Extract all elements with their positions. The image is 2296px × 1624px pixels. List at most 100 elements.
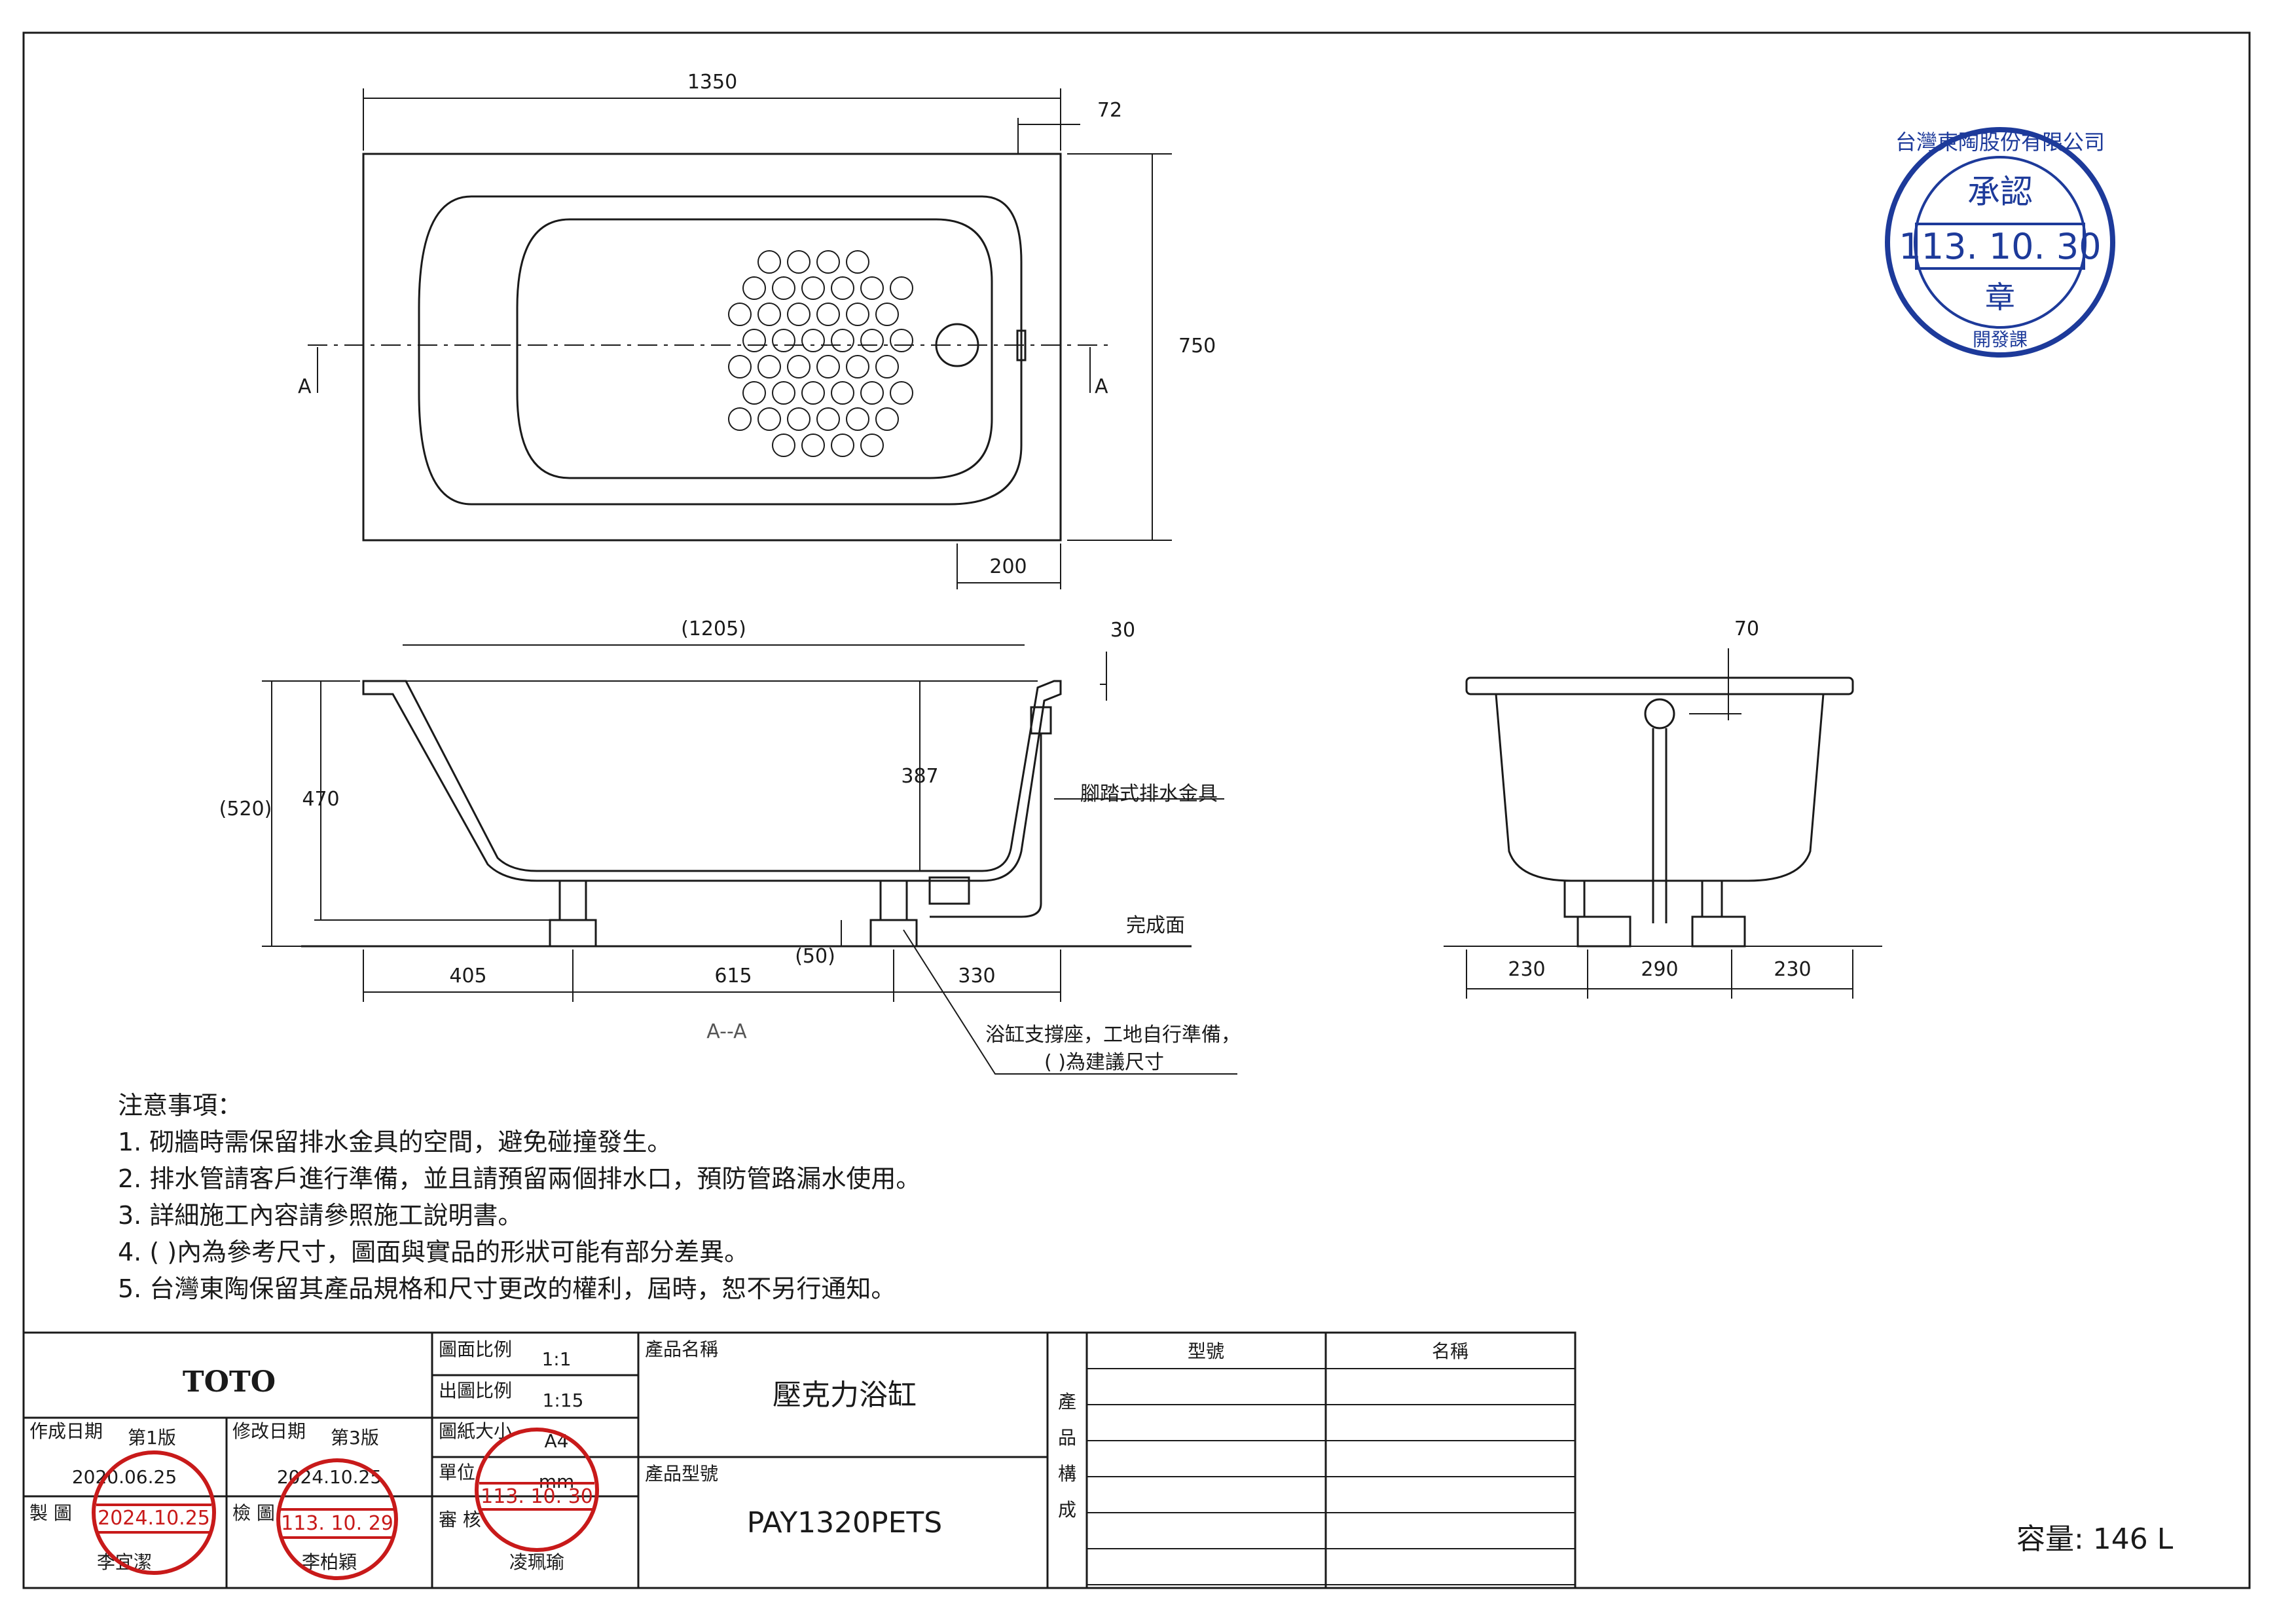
callout-floor: 完成面	[1126, 914, 1185, 937]
dim-outer-depth: 470	[302, 788, 339, 811]
anti-slip-dot	[860, 329, 884, 352]
anti-slip-dot	[831, 329, 854, 352]
revised-label: 修改日期	[232, 1420, 306, 1442]
drawn-label: 製 圖	[29, 1502, 72, 1524]
dim-width: 750	[1178, 335, 1216, 358]
support-post-2	[879, 879, 908, 921]
note-4: 4. ( )內為參考尺寸，圖面與實品的形狀可能有部分差異。	[118, 1238, 750, 1266]
end-post-1	[1563, 879, 1586, 918]
tub-basin	[516, 218, 993, 479]
side-section-view	[262, 644, 1237, 1075]
anti-slip-dot	[787, 355, 811, 378]
note-2: 2. 排水管請客戶進行準備，並且請預留兩個排水口，預防管路漏水使用。	[118, 1164, 921, 1193]
top-view	[308, 88, 1172, 589]
drain-trap	[928, 876, 970, 905]
approval-company: 台灣東陶股份有限公司	[1895, 130, 2105, 155]
checked-stamp-date: 113. 10. 29	[281, 1512, 393, 1535]
dim-seg-1: 405	[449, 965, 486, 987]
dim-length: 1350	[687, 71, 737, 94]
tub-profile	[362, 680, 1062, 882]
anti-slip-dot	[801, 434, 825, 457]
checked-label: 檢 圖	[232, 1502, 275, 1524]
print-scale-label: 出圖比例	[439, 1380, 512, 1401]
composition-label-1: 產	[1058, 1391, 1076, 1412]
dim-total-height: (520)	[219, 798, 272, 821]
end-rim	[1465, 676, 1854, 695]
anti-slip-dot	[757, 303, 781, 326]
product-name-label: 產品名稱	[645, 1338, 718, 1360]
anti-slip-dot	[846, 355, 869, 378]
unit-value: mm	[539, 1471, 575, 1492]
anti-slip-dot	[728, 303, 752, 326]
capacity: 容量: 146 L	[2016, 1522, 2174, 1556]
dim-end-seg-1: 230	[1508, 958, 1545, 981]
dim-end-top: 70	[1734, 618, 1759, 640]
title-block	[22, 1331, 1576, 1589]
brand-logo: TOTO	[183, 1365, 276, 1399]
anti-slip-dot	[816, 407, 840, 431]
approval-stamp: 台灣東陶股份有限公司 承認 113. 10. 30 章 開發課	[1885, 127, 2115, 358]
support-base-1	[549, 919, 597, 948]
anti-slip-dot	[831, 434, 854, 457]
anti-slip-dot	[772, 381, 795, 405]
end-base-1	[1576, 915, 1631, 948]
created-version: 第1版	[128, 1427, 176, 1449]
anti-slip-dot	[860, 381, 884, 405]
anti-slip-dot	[846, 303, 869, 326]
drawn-stamp: 2024.10.25	[92, 1450, 216, 1575]
dim-seg-3: 330	[958, 965, 995, 987]
notes-title: 注意事項：	[118, 1091, 243, 1120]
anti-slip-dot	[757, 355, 781, 378]
anti-slip-dot	[875, 407, 899, 431]
note-3: 3. 詳細施工內容請參照施工說明書。	[118, 1201, 523, 1230]
anti-slip-dot	[742, 381, 766, 405]
approval-date: 113. 10. 30	[1899, 226, 2101, 267]
end-basin	[1495, 693, 1825, 882]
end-post-2	[1701, 879, 1723, 918]
dim-inner-length: (1205)	[681, 618, 746, 640]
end-view	[1444, 648, 1882, 999]
anti-slip-dot	[890, 381, 913, 405]
anti-slip-dot	[890, 329, 913, 352]
product-model: PAY1320PETS	[747, 1506, 942, 1540]
review-stamp-date: 113. 10. 30	[481, 1485, 593, 1508]
product-name: 壓克力浴缸	[773, 1378, 917, 1412]
support-base-2	[869, 919, 918, 948]
callout-support-1: 浴缸支撐座，工地自行準備，	[985, 1024, 1241, 1046]
col-name: 名稱	[1432, 1340, 1468, 1362]
anti-slip-dot	[787, 303, 811, 326]
scale-label: 圖面比例	[439, 1338, 512, 1360]
dim-end-seg-3: 230	[1774, 958, 1811, 981]
composition-label-2: 品	[1058, 1427, 1076, 1449]
approval-seal: 章	[1985, 280, 2015, 315]
anti-slip-dot	[846, 407, 869, 431]
dim-seg-2: 615	[714, 965, 752, 987]
note-1: 1. 砌牆時需保留排水金具的空間，避免碰撞發生。	[118, 1128, 672, 1156]
dim-inner-depth: 387	[901, 765, 938, 788]
created-date: 2020.06.25	[72, 1466, 177, 1488]
dim-end-seg-2: 290	[1641, 958, 1678, 981]
section-mark-right: A	[1095, 375, 1108, 398]
anti-slip-dot	[860, 434, 884, 457]
end-overflow	[1644, 698, 1675, 729]
note-5: 5. 台灣東陶保留其產品規格和尺寸更改的權利，屆時，恕不另行通知。	[118, 1274, 896, 1303]
reviewed-by: 凌珮瑜	[509, 1551, 564, 1573]
section-label: A--A	[706, 1020, 747, 1043]
unit-label: 單位	[439, 1462, 475, 1483]
drain-pipe	[930, 733, 1042, 918]
callout-drain: 腳踏式排水金具	[1080, 783, 1218, 805]
print-scale-value: 1:15	[543, 1390, 584, 1411]
anti-slip-dot	[772, 434, 795, 457]
tub-rim-inner	[418, 195, 1023, 506]
anti-slip-dot	[787, 250, 811, 274]
product-model-label: 產品型號	[645, 1463, 718, 1485]
col-model: 型號	[1188, 1340, 1224, 1362]
anti-slip-dot	[728, 355, 752, 378]
anti-slip-dots	[728, 250, 913, 457]
anti-slip-dot	[757, 407, 781, 431]
end-base-2	[1691, 915, 1746, 948]
composition-label-3: 構	[1058, 1463, 1076, 1485]
anti-slip-dot	[742, 329, 766, 352]
anti-slip-dot	[831, 381, 854, 405]
